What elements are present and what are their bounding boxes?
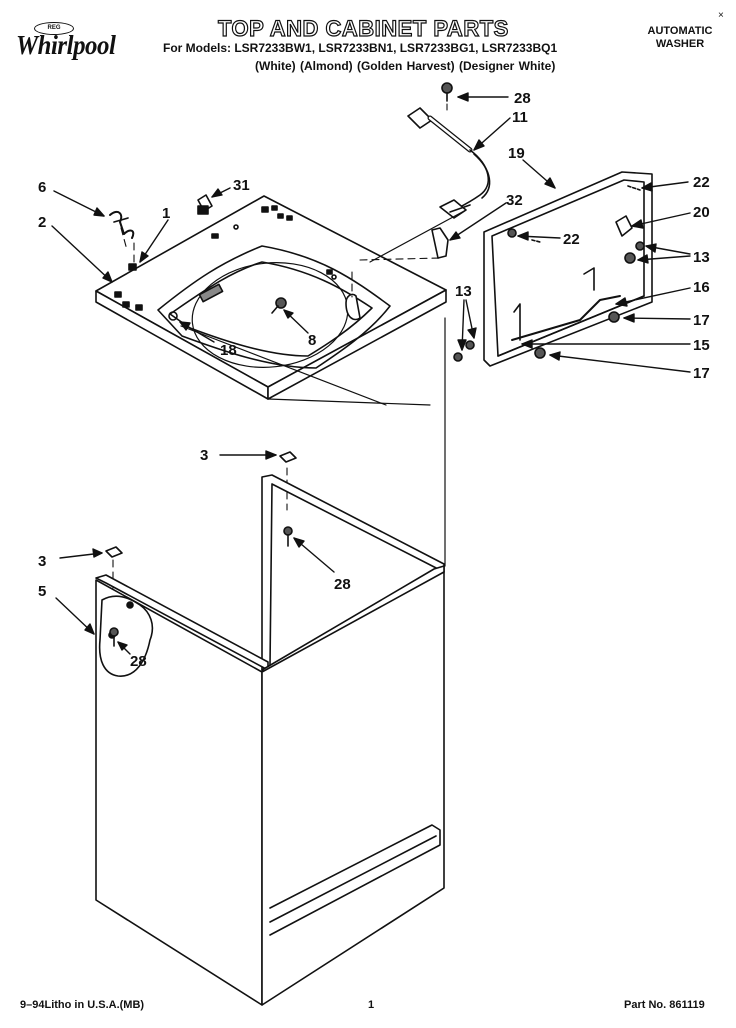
callout-3-mid: 3 xyxy=(200,447,208,464)
callout-labels: 28 11 19 22 20 13 16 17 15 17 6 31 1 2 3… xyxy=(38,90,710,670)
callout-16: 16 xyxy=(693,279,710,296)
footer-litho: 9–94Litho in U.S.A.(MB) xyxy=(20,999,145,1011)
callout-17-upper: 17 xyxy=(693,312,710,329)
top-panel xyxy=(95,195,447,400)
callout-13-right: 13 xyxy=(693,249,710,266)
logo-text: Whirlpool xyxy=(16,30,116,60)
callout-15: 15 xyxy=(693,337,710,354)
console-panel-19 xyxy=(483,171,653,367)
wire-harness-11 xyxy=(369,107,491,263)
product-line-1: AUTOMATIC xyxy=(647,25,713,37)
callout-2: 2 xyxy=(38,214,46,231)
screw-8 xyxy=(271,297,287,314)
clip-6 xyxy=(109,211,135,239)
screw-28-left xyxy=(109,627,119,647)
screw-28-top xyxy=(441,82,453,102)
leader-lines xyxy=(51,92,691,655)
corner-mark: × xyxy=(718,10,724,21)
product-type: AUTOMATIC WASHER xyxy=(640,25,720,51)
clip-31 xyxy=(197,194,213,215)
callout-19: 19 xyxy=(508,145,525,162)
callout-22-right: 22 xyxy=(693,174,710,191)
page-title: TOP AND CABINET PARTS xyxy=(217,15,509,41)
callout-28-left: 28 xyxy=(130,653,147,670)
logo-badge: REG xyxy=(34,22,74,35)
callout-17-lower: 17 xyxy=(693,365,710,382)
whirlpool-logo: REG Whirlpool xyxy=(14,22,154,72)
models-line: For Models: LSR7233BW1, LSR7233BN1, LSR7… xyxy=(163,41,558,55)
callout-8: 8 xyxy=(308,332,316,349)
finishes-line: (White) (Almond) (Golden Harvest) (Desig… xyxy=(255,59,556,73)
callout-1: 1 xyxy=(162,205,170,222)
callout-22-mid: 22 xyxy=(563,231,580,248)
callout-28-top: 28 xyxy=(514,90,531,107)
callout-32: 32 xyxy=(506,192,523,209)
callout-3-left: 3 xyxy=(38,553,46,570)
cabinet xyxy=(95,474,445,1006)
callout-31: 31 xyxy=(233,177,250,194)
callout-5: 5 xyxy=(38,583,46,600)
callout-18: 18 xyxy=(220,342,237,359)
callout-6: 6 xyxy=(38,179,46,196)
product-line-2: WASHER xyxy=(655,38,705,50)
callout-11: 11 xyxy=(512,109,528,126)
callout-28-mid: 28 xyxy=(334,576,351,593)
footer-page-number: 1 xyxy=(368,999,375,1011)
screw-28-mid xyxy=(283,526,293,547)
callout-13-left: 13 xyxy=(455,283,472,300)
callout-20: 20 xyxy=(693,204,710,221)
footer-part-number: Part No. 861119 xyxy=(624,999,705,1011)
